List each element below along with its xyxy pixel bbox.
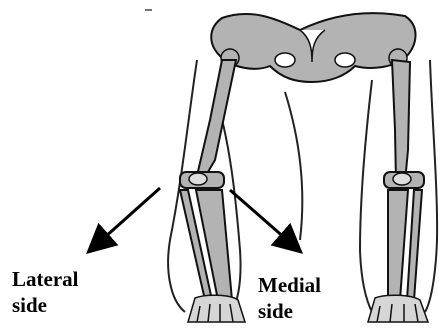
tibia-right xyxy=(388,190,408,300)
medial-side-label: Medial side xyxy=(258,272,321,324)
medial-label-line1: Medial xyxy=(258,272,321,298)
pelvis-bone xyxy=(211,13,415,82)
lateral-side-label: Lateral side xyxy=(12,266,78,318)
knee-joint-left xyxy=(180,172,224,188)
lateral-label-line2: side xyxy=(12,292,78,318)
foot-left xyxy=(188,295,245,322)
medial-label-line2: side xyxy=(258,298,321,324)
foot-right xyxy=(368,295,428,322)
fibula-right xyxy=(407,190,422,300)
femur-right xyxy=(392,60,410,182)
knee-joint-right xyxy=(384,172,424,188)
lateral-label-line1: Lateral xyxy=(12,266,78,292)
arrow-down-left-icon xyxy=(95,188,160,246)
inner-thigh-line xyxy=(285,92,302,240)
